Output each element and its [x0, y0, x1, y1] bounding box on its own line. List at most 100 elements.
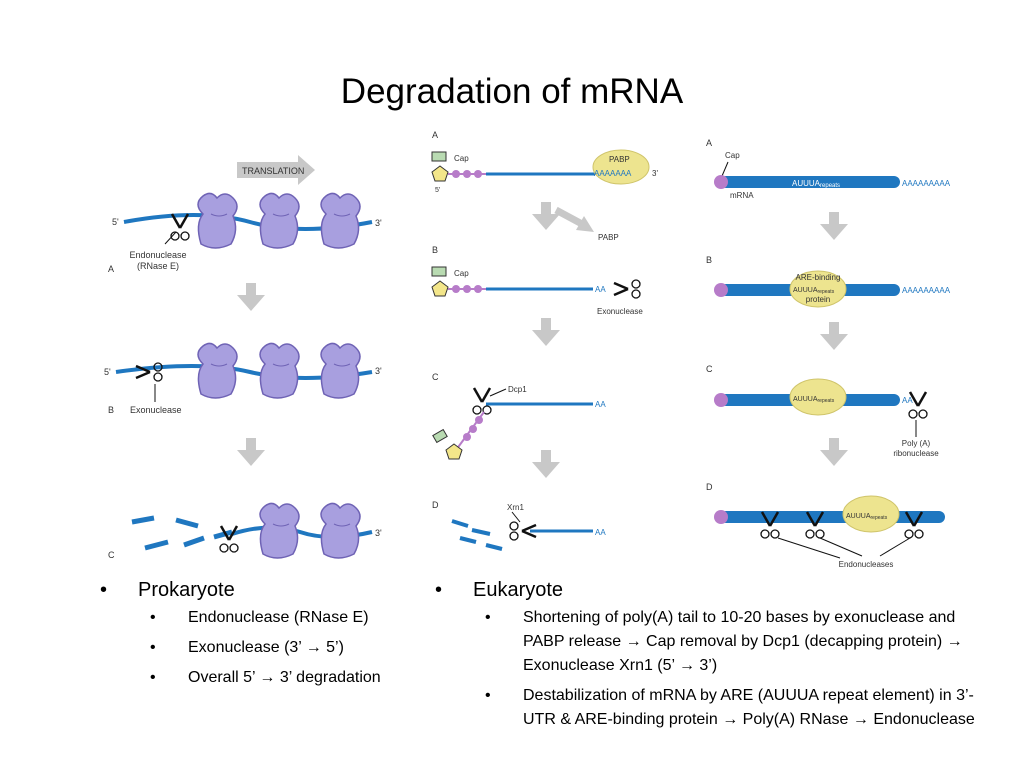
cap-structure — [714, 510, 728, 524]
exonuclease-label: Exonuclease — [597, 307, 643, 316]
down-arrow — [237, 438, 265, 466]
endonuclease-label: Endonuclease — [129, 250, 186, 260]
short-poly-a-label: AA — [595, 285, 606, 294]
five-prime-label: 5' — [435, 187, 440, 194]
prokaryote-heading: Prokaryote — [138, 579, 235, 601]
mrna-strand — [720, 176, 900, 188]
slide-title: Degradation of mRNA — [340, 72, 684, 111]
down-arrow — [820, 322, 848, 350]
down-arrow — [532, 202, 560, 230]
three-prime-label: 3' — [375, 366, 382, 376]
three-prime-label: 3' — [652, 169, 658, 178]
pabp-protein — [592, 149, 650, 185]
cap-label: Cap — [454, 269, 469, 278]
three-prime-label: 3' — [375, 218, 382, 228]
short-poly-a-label: AA — [595, 528, 606, 537]
list-item: Shortening of poly(A) tail to 10-20 base… — [473, 606, 990, 678]
pabp-label: PABP — [609, 155, 630, 164]
auuua-repeats-label: AUUUArepeats — [846, 513, 888, 521]
panel-c-label: C — [108, 550, 115, 560]
cap-label: Cap — [454, 154, 469, 163]
cap-structure — [431, 151, 449, 182]
ribosome — [259, 342, 300, 399]
dcp1-label: Dcp1 — [508, 385, 527, 394]
prokaryote-heading-item: Prokaryote Endonuclease (RNase E) Exonuc… — [100, 579, 430, 690]
are-binding-protein — [789, 378, 847, 416]
ribosome — [259, 192, 300, 249]
mrna-label: mRNA — [730, 191, 754, 200]
rna-fragments — [131, 515, 233, 551]
ribosome — [259, 502, 300, 559]
five-prime-label: 5' — [112, 217, 119, 227]
panel-b-label: B — [432, 245, 438, 255]
are-binding-label: ARE-binding — [796, 273, 841, 282]
ribosome — [320, 192, 361, 249]
endonucleases-label: Endonucleases — [839, 560, 894, 569]
released-pabp-label: PABP — [598, 233, 619, 242]
down-arrow — [820, 438, 848, 466]
eukaryote-heading: Eukaryote — [473, 579, 564, 601]
pointer-line — [164, 231, 177, 245]
down-arrow — [237, 283, 265, 311]
panel-b-label: B — [108, 405, 114, 415]
ribonuclease-label: ribonuclease — [893, 449, 939, 458]
auuua-repeats-label: AUUUArepeats — [793, 396, 835, 404]
three-prime-label: 3' — [375, 528, 382, 538]
poly-a-tail-label: AAAAAAAAA — [902, 179, 951, 188]
protein-label: protein — [806, 295, 830, 304]
cap-structure — [431, 266, 449, 297]
prokaryote-diagram: TRANSLATION 5' 3' Endonuclease (RNase E)… — [104, 155, 382, 560]
panel-b-label: B — [706, 255, 712, 265]
translation-arrow — [237, 155, 315, 185]
panel-d-label: D — [432, 500, 439, 510]
auuua-repeats-label: AUUUArepeats — [792, 179, 840, 189]
cap-structure — [714, 175, 728, 189]
cap-label: Cap — [725, 151, 740, 160]
rnase-e-label: (RNase E) — [137, 261, 179, 271]
mrna-degradation-figure: TRANSLATION 5' 3' Endonuclease (RNase E)… — [104, 130, 951, 569]
ribosome — [197, 342, 238, 399]
list-item: Endonuclease (RNase E) — [138, 606, 430, 630]
short-poly-a-label: AA — [595, 400, 606, 409]
scissors-icon — [218, 524, 240, 554]
panel-d-label: D — [706, 482, 713, 492]
prokaryote-bullet-section: Prokaryote Endonuclease (RNase E) Exonuc… — [100, 579, 430, 696]
xrn1-label: Xrn1 — [507, 503, 524, 512]
released-cap — [432, 411, 485, 460]
list-item: Destabilization of mRNA by ARE (AUUUA re… — [473, 684, 990, 732]
auuua-repeats-label: AUUUArepeats — [793, 287, 835, 295]
rna-fragments — [451, 519, 503, 551]
short-poly-a-label: AA — [902, 396, 913, 405]
scissors-icon — [612, 278, 642, 300]
five-prime-label: 5' — [104, 367, 111, 377]
ribosome — [197, 192, 238, 249]
are-binding-protein — [842, 495, 900, 533]
scissors-icon — [907, 390, 929, 420]
eukaryote-bullet-section: Eukaryote Shortening of poly(A) tail to … — [435, 579, 990, 738]
panel-a-label: A — [108, 264, 114, 274]
cap-structure — [714, 283, 728, 297]
poly-a-tail-label: AAAAAAA — [594, 169, 632, 178]
poly-a-label: Poly (A) — [902, 439, 931, 448]
list-item: Overall 5’ → 3’ degradation — [138, 666, 430, 690]
panel-a-label: A — [432, 130, 438, 140]
exonuclease-label: Exonuclease — [130, 405, 182, 415]
eukaryote-are-diagram: A Cap AUUUArepeats AAAAAAAAA mRNA B ARE-… — [706, 138, 951, 569]
ribosome — [320, 342, 361, 399]
eukaryote-decapping-diagram: A Cap 5' PABP AAAAAAA 3' PABP B Cap AA E… — [431, 130, 658, 551]
cap-structure — [714, 393, 728, 407]
eukaryote-heading-item: Eukaryote Shortening of poly(A) tail to … — [435, 579, 990, 732]
poly-a-tail-label: AAAAAAAAA — [902, 286, 951, 295]
are-binding-protein — [789, 270, 847, 308]
scissors-icon — [471, 386, 493, 416]
down-arrow — [532, 318, 560, 346]
down-arrow — [820, 212, 848, 240]
translation-label: TRANSLATION — [242, 166, 304, 176]
panel-c-label: C — [432, 372, 439, 382]
scissors-icon — [169, 212, 191, 242]
ribosome — [320, 502, 361, 559]
panel-a-label: A — [706, 138, 712, 148]
down-arrow — [532, 450, 560, 478]
list-item: Exonuclease (3’ → 5’) — [138, 636, 430, 660]
panel-c-label: C — [706, 364, 713, 374]
